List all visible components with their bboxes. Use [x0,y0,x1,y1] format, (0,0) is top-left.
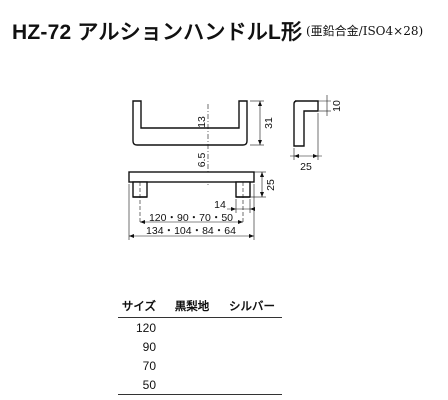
header: HZ-72 アルションハンドルL形 (亜鉛合金/ISO4×28) [12,16,442,46]
cell-black [162,375,222,395]
cell-black [162,356,222,375]
col-header-black: 黒梨地 [162,298,222,318]
material-note: (亜鉛合金/ISO4×28) [306,24,424,38]
dim-width: 25 [300,161,312,173]
dim-pitch: 120・90・70・50 [149,212,233,224]
table-row: 50 [118,375,282,395]
dim-height: 31 [263,117,275,129]
cell-silver [222,318,282,338]
dim-leg-width: 14 [214,199,226,211]
dim-inner-depth: 13 [196,116,208,128]
col-header-silver: シルバー [222,298,282,318]
table-row: 120 [118,318,282,338]
cell-size: 70 [142,358,156,373]
table-row: 90 [118,337,282,356]
cell-size: 120 [135,320,156,335]
table-header-row: サイズ 黒梨地 シルバー [118,298,282,318]
cell-black [162,318,222,338]
dim-mid-thickness: 6.5 [196,153,208,168]
handle-top-view-outline [132,100,248,146]
dim-thickness: 10 [331,100,343,112]
cell-size: 90 [142,339,156,354]
spec-table: サイズ 黒梨地 シルバー 120 90 70 50 [118,298,282,395]
cell-silver [222,356,282,375]
handle-front-view-bar [128,171,255,183]
cell-silver [222,375,282,395]
dim-side-height: 25 [265,179,277,191]
col-header-size: サイズ [118,298,162,318]
handle-side-view-outline [293,100,319,147]
cell-silver [222,337,282,356]
product-title: HZ-72 アルションハンドルL形 [12,21,303,44]
table-row: 70 [118,356,282,375]
cell-black [162,337,222,356]
dim-total-length: 134・104・84・64 [146,225,236,237]
cell-size: 50 [118,375,162,395]
